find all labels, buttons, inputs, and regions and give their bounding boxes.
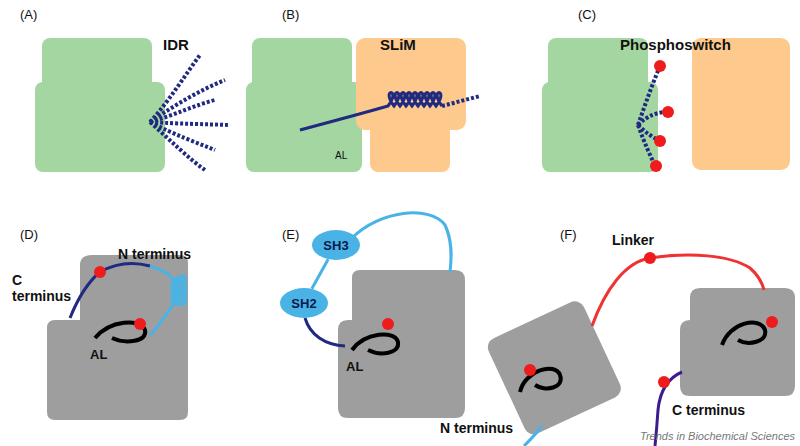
linker (592, 255, 764, 326)
domain-link (312, 259, 328, 289)
activation-loop (722, 323, 765, 345)
part-label: C terminus (672, 402, 745, 418)
part-label: Phosphoswitch (620, 36, 731, 53)
panel-letter: (F) (560, 228, 577, 243)
domain-label: SH3 (323, 238, 348, 253)
part-label: C terminus (12, 272, 74, 304)
panel-letter: (D) (20, 228, 38, 243)
kinase-domain (680, 288, 795, 396)
slim-helix (300, 93, 480, 131)
watermark: Trends in Biochemical Sciences (640, 430, 795, 443)
phospho-dot (382, 318, 394, 330)
panel-letter: (A) (20, 8, 37, 23)
phospho-dot (658, 376, 670, 388)
protein-domain (246, 38, 466, 172)
part-label: IDR (163, 36, 189, 53)
phospho-dot (766, 316, 778, 328)
panel-letter: (C) (578, 8, 596, 23)
c-terminus-tail (70, 264, 150, 318)
domain-oval: SH3 (312, 230, 360, 260)
phospho-dot (94, 266, 106, 278)
part-label: AL (335, 150, 347, 162)
part-label: N terminus (118, 246, 191, 262)
phospho-dot (650, 60, 674, 172)
panel-letter: (B) (282, 8, 299, 23)
domain-oval: SH2 (280, 288, 328, 318)
phospho-dot (134, 318, 146, 330)
part-label: SLiM (380, 36, 416, 53)
c-tail (305, 318, 345, 346)
linker-tail (352, 213, 451, 272)
part-label: N terminus (440, 420, 513, 436)
panel-letter: (E) (282, 228, 299, 243)
part-label: Linker (612, 232, 654, 248)
phospho-dot (644, 252, 656, 264)
n-terminus-helix (150, 266, 186, 335)
phospho-dot (524, 364, 536, 376)
n-terminus-tail (524, 426, 542, 446)
idr-fan (150, 55, 228, 170)
protein-domain (542, 38, 790, 172)
part-label: AL (90, 348, 107, 363)
phospho-fan (638, 66, 668, 168)
kinase-domain (338, 270, 465, 418)
part-label: AL (346, 360, 363, 375)
activation-loop (352, 334, 398, 353)
kinase-domain (47, 255, 188, 420)
protein-domain (35, 38, 165, 172)
kinase-domain (485, 298, 625, 438)
domain-label: SH2 (291, 296, 316, 311)
